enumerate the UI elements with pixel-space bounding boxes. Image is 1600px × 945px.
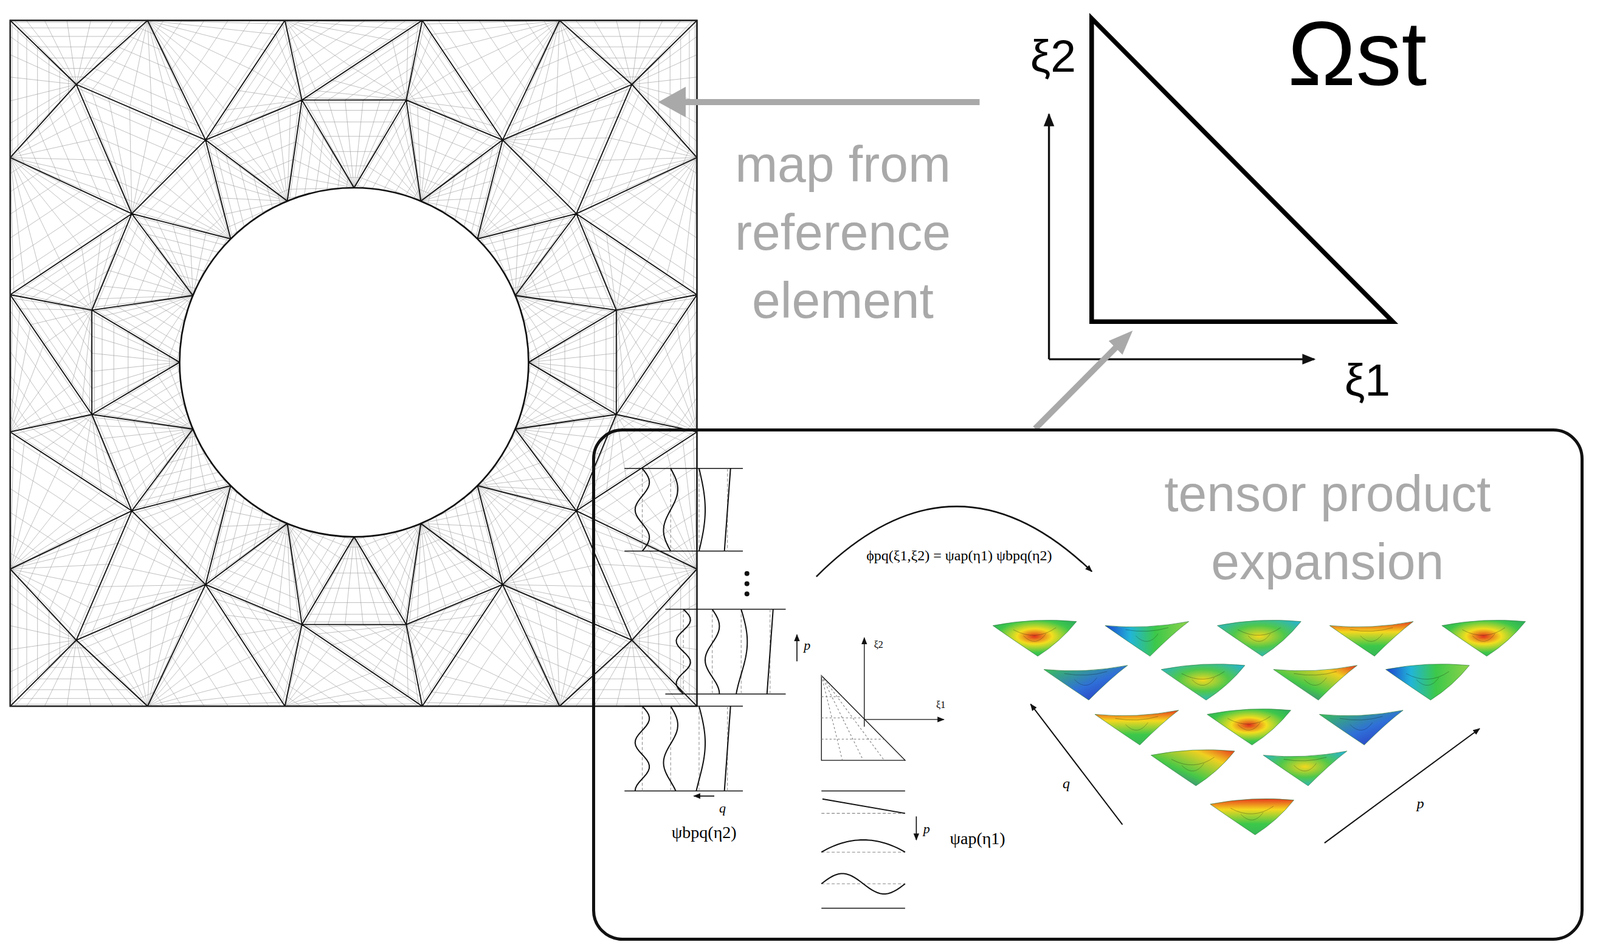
index-arrow [1030, 704, 1123, 825]
mode-shape [1150, 750, 1235, 787]
index-label: p [1417, 795, 1425, 813]
basis-panel [821, 790, 906, 909]
basis-label: ψbpq(η2) [671, 823, 737, 843]
mode-shape [1273, 665, 1358, 701]
mode-shape [1094, 710, 1179, 746]
formula: ϕpq(ξ1,ξ2) = ψap(η1) ψbpq(η2) [866, 547, 1052, 565]
index-label: p [803, 637, 811, 653]
mode-shape [1386, 664, 1470, 701]
axis [864, 719, 945, 720]
axis-label: ξ1 [1344, 353, 1391, 407]
collapsed-triangle [821, 675, 906, 761]
basis-label: ψap(η1) [949, 829, 1005, 849]
axis [863, 638, 865, 728]
mode-shape [1161, 664, 1245, 701]
ellipsis-dot [744, 591, 750, 597]
ellipsis-dot [744, 581, 750, 587]
mode-shape [1217, 620, 1302, 656]
element-symbol: Ωst [1287, 7, 1427, 100]
mode-shape [1263, 751, 1348, 787]
index-arrow [796, 635, 798, 663]
hole [179, 187, 529, 537]
mode-shapes [992, 620, 1526, 835]
mode-shape [992, 620, 1077, 656]
reference-element: Ωst [1081, 10, 1439, 325]
map-arrow [681, 99, 980, 106]
mode-shape [1043, 665, 1128, 701]
map-arrowhead [658, 86, 686, 118]
axis-label: ξ2 [1030, 29, 1076, 83]
index-label: p [923, 821, 931, 837]
axis-label: ξ2 [874, 639, 884, 651]
index-arrow [916, 816, 918, 841]
axis [1049, 358, 1315, 360]
mode-shape [1210, 798, 1295, 835]
mode-shape [1329, 621, 1414, 657]
ellipsis-dot [744, 571, 750, 577]
product-arrow [816, 506, 1092, 577]
expansion-box: tensor product expansion [592, 428, 1585, 942]
mode-shape [1441, 620, 1526, 656]
basis-panel [665, 609, 786, 695]
axis-label: ξ1 [936, 699, 946, 711]
index-label: q [719, 800, 726, 816]
index-arrow [693, 795, 715, 797]
axis [1048, 114, 1050, 360]
mode-shape [1319, 710, 1404, 746]
map-label: map from reference element [715, 130, 971, 335]
index-label: q [1062, 775, 1070, 793]
mapping-arrow [1035, 342, 1121, 429]
box-heading: tensor product expansion [1090, 460, 1565, 597]
index-arrow [1324, 728, 1480, 844]
mode-shape [1105, 621, 1190, 657]
basis-panel [624, 706, 743, 791]
mode-shape [1207, 709, 1292, 746]
basis-panel [624, 468, 743, 552]
